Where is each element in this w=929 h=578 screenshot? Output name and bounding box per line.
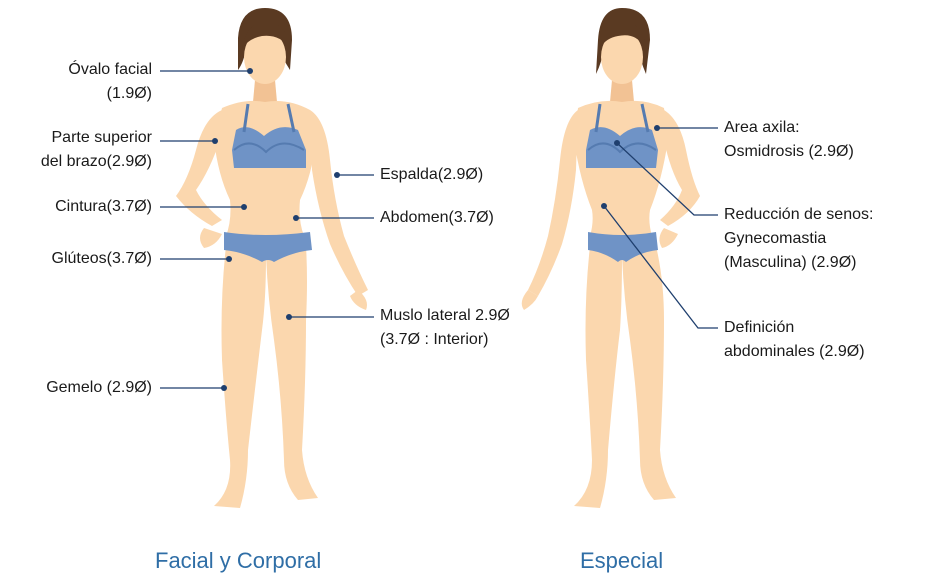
label-upper-arm: Parte superior del brazo(2.9Ø): [41, 126, 152, 174]
label-abs-line2: abdominales (2.9Ø): [724, 340, 865, 364]
label-breast-line1: Reducción de senos:: [724, 203, 873, 227]
label-back-text: Espalda(2.9Ø): [380, 163, 483, 187]
label-thigh-line1: Muslo lateral 2.9Ø: [380, 304, 510, 328]
label-face-line1: Óvalo facial: [68, 58, 152, 82]
label-breast-line3: (Masculina) (2.9Ø): [724, 251, 873, 275]
label-abs-line1: Definición: [724, 316, 865, 340]
label-waist-text: Cintura(3.7Ø): [55, 195, 152, 219]
label-armpit-line1: Area axila:: [724, 116, 854, 140]
label-calf-text: Gemelo (2.9Ø): [46, 376, 152, 400]
label-calf: Gemelo (2.9Ø): [46, 376, 152, 400]
left-figure: [176, 8, 368, 508]
label-armpit: Area axila: Osmidrosis (2.9Ø): [724, 116, 854, 164]
label-face-oval: Óvalo facial (1.9Ø): [68, 58, 152, 106]
label-waist: Cintura(3.7Ø): [55, 195, 152, 219]
label-breast-reduction: Reducción de senos: Gynecomastia (Mascul…: [724, 203, 873, 275]
label-arm-line1: Parte superior: [41, 126, 152, 150]
label-thigh: Muslo lateral 2.9Ø (3.7Ø : Interior): [380, 304, 510, 352]
label-back: Espalda(2.9Ø): [380, 163, 483, 187]
label-armpit-line2: Osmidrosis (2.9Ø): [724, 140, 854, 164]
caption-facial-corporal: Facial y Corporal: [155, 548, 321, 574]
label-glutes: Glúteos(3.7Ø): [52, 247, 152, 271]
label-thigh-line2: (3.7Ø : Interior): [380, 328, 510, 352]
label-abdomen: Abdomen(3.7Ø): [380, 206, 494, 230]
label-glutes-text: Glúteos(3.7Ø): [52, 247, 152, 271]
label-face-line2: (1.9Ø): [68, 82, 152, 106]
label-abs-definition: Definición abdominales (2.9Ø): [724, 316, 865, 364]
label-arm-line2: del brazo(2.9Ø): [41, 150, 152, 174]
right-figure: [522, 8, 700, 508]
label-abdomen-text: Abdomen(3.7Ø): [380, 206, 494, 230]
caption-especial: Especial: [580, 548, 663, 574]
label-breast-line2: Gynecomastia: [724, 227, 873, 251]
